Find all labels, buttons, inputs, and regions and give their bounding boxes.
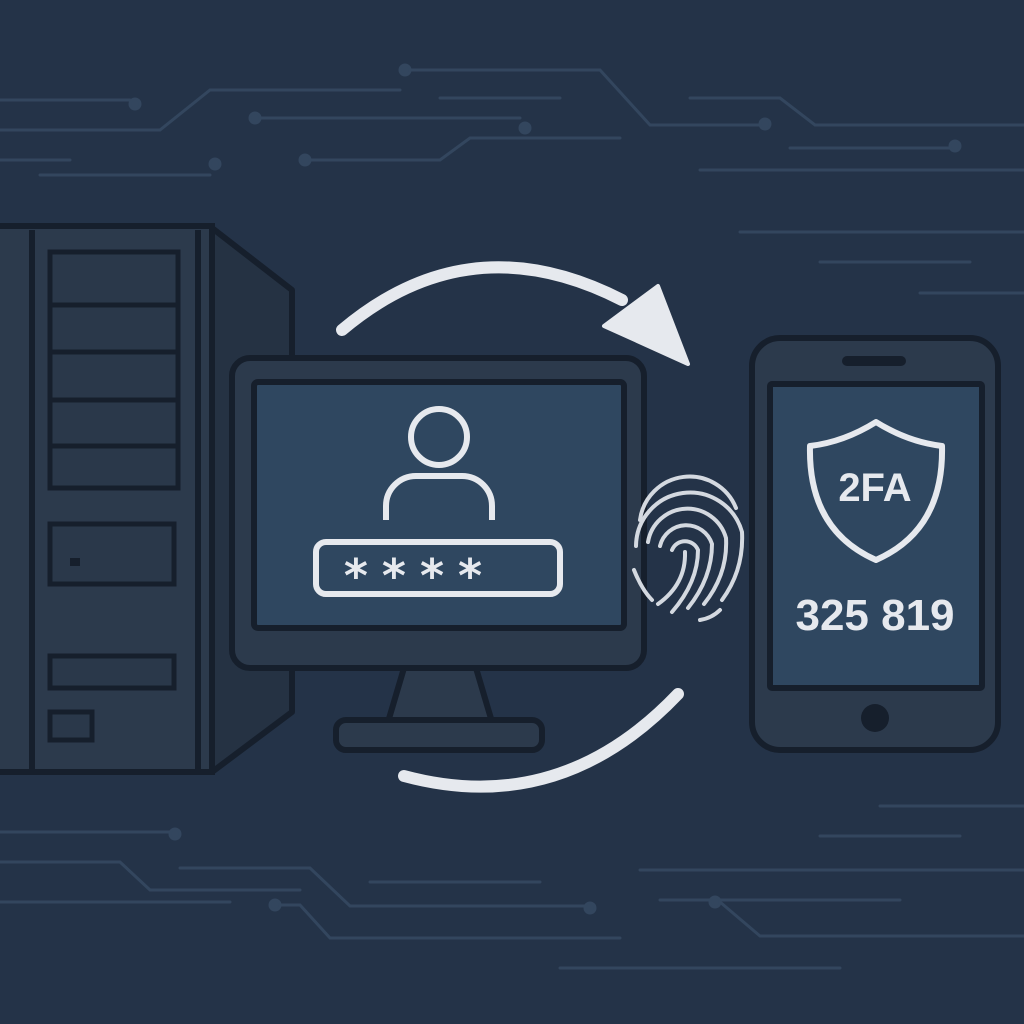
circuit-lines-decoration xyxy=(0,63,1024,970)
shield-icon: 2FA xyxy=(806,419,946,563)
home-button xyxy=(861,704,889,732)
phone-screen xyxy=(767,381,985,691)
desktop-monitor-icon xyxy=(229,355,647,753)
sync-arrow-icon xyxy=(336,261,690,793)
password-mask: **** xyxy=(344,549,496,603)
smartphone-icon xyxy=(749,335,1001,753)
password-field: **** xyxy=(313,539,563,603)
fingerprint-icon xyxy=(632,474,745,622)
badge-label: 2FA xyxy=(838,466,911,510)
user-icon xyxy=(383,406,495,520)
otp-code: 325 819 xyxy=(795,591,954,640)
monitor-screen xyxy=(251,379,627,631)
